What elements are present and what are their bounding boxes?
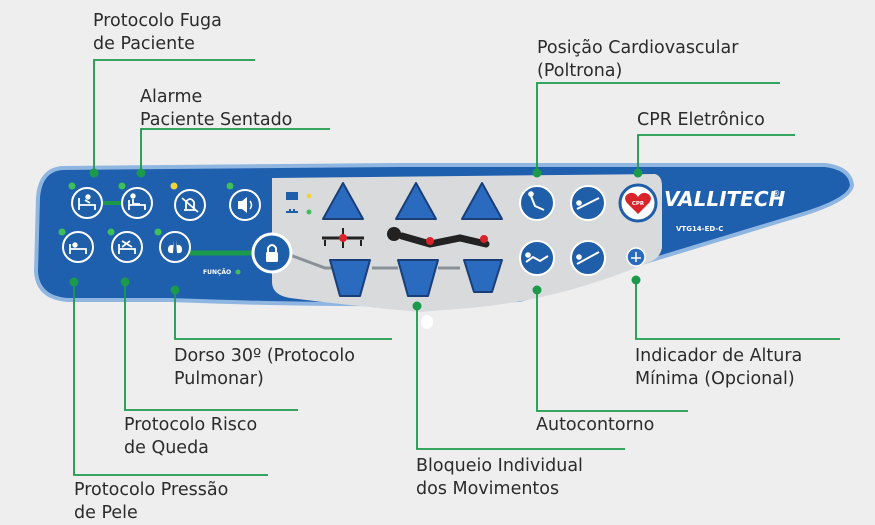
callout-pele: Protocolo Pressão de Pele: [74, 479, 228, 525]
callout-sentado: Alarme Paciente Sentado: [140, 86, 292, 132]
height-down-button[interactable]: [397, 259, 439, 297]
brand-registered-mark: ®: [772, 189, 780, 198]
callout-bloqueio: Bloqueio Individual dos Movimentos: [416, 455, 583, 501]
callout-sentado-line1: Alarme: [140, 87, 203, 107]
callout-pele-line2: de Pele: [74, 503, 138, 523]
dorso-30-button[interactable]: [159, 231, 191, 263]
leader-cardio: [536, 82, 780, 173]
callout-cpr-line1: CPR Eletrônico: [637, 110, 765, 130]
callout-altura-line2: Mínima (Opcional): [635, 369, 795, 389]
chair-position-icon: [528, 191, 545, 211]
backrest-down-button[interactable]: [329, 259, 371, 297]
callout-cardio-line1: Posição Cardiovascular: [537, 38, 739, 58]
callout-altura: Indicador de Altura Mínima (Opcional): [635, 345, 802, 391]
alarm-mute-button[interactable]: [174, 189, 206, 221]
panel-notch: [421, 315, 433, 329]
callout-queda-line2: de Queda: [124, 438, 209, 458]
callout-pele-line1: Protocolo Pressão: [74, 480, 229, 500]
callout-fuga: Protocolo Fuga de Paciente: [93, 10, 222, 56]
trendelenburg-icon: [576, 197, 600, 210]
fall-risk-button[interactable]: [111, 231, 143, 263]
leader-queda: [124, 282, 298, 411]
callout-dorso-line2: Pulmonar): [174, 369, 264, 389]
flat-bed-button[interactable]: [570, 240, 606, 276]
callout-sentado-line2: Paciente Sentado: [140, 110, 293, 130]
alarm-mute-icon: [181, 197, 199, 213]
lock-link-gray: [289, 253, 332, 270]
lungs-icon: [167, 240, 183, 254]
autocontour-button[interactable]: [519, 240, 555, 276]
callout-autocontorno: Autocontorno: [536, 414, 654, 437]
leader-dots: [69, 168, 643, 311]
callout-bloqueio-line1: Bloqueio Individual: [416, 456, 583, 476]
callout-cardio: Posição Cardiovascular (Poltrona): [537, 37, 738, 83]
leader-pele: [73, 282, 268, 476]
volume-button[interactable]: [229, 189, 261, 221]
callout-cpr: CPR Eletrônico: [637, 109, 765, 132]
leader-altura: [635, 280, 840, 340]
brand-logo: VALLITECH: [664, 187, 786, 211]
callout-dorso-line1: Dorso 30º (Protocolo: [174, 346, 355, 366]
led-fall-risk: [107, 228, 115, 236]
leader-lines: [73, 59, 840, 476]
callout-fuga-line2: de Paciente: [93, 34, 195, 54]
cpr-heart-icon: CPR: [625, 192, 651, 214]
autocontour-icon: [525, 252, 549, 263]
callout-queda-line1: Protocolo Risco: [124, 415, 258, 435]
cpr-button[interactable]: CPR: [618, 183, 658, 223]
min-height-icon: [631, 252, 641, 262]
cpr-badge: CPR: [632, 201, 645, 207]
callout-cardio-line2: (Poltrona): [537, 61, 623, 81]
chair-position-button[interactable]: [519, 185, 555, 221]
patient-bed-icon: [387, 227, 490, 248]
fall-risk-icon: [118, 240, 136, 254]
battery-icon: [286, 192, 298, 200]
patient-sitting-button[interactable]: [121, 187, 153, 219]
leader-sentado: [140, 128, 330, 173]
leader-autocontorno: [536, 290, 688, 412]
padlock-icon: [266, 244, 278, 262]
leader-bloqueio: [416, 306, 625, 450]
led-pressure: [58, 228, 66, 236]
min-height-indicator: [626, 247, 646, 267]
callout-altura-line1: Indicador de Altura: [635, 346, 803, 366]
funcao-label: FUNÇÃO: [203, 269, 231, 276]
led-battery: [306, 193, 312, 199]
led-dorso: [154, 228, 162, 236]
pressure-protocol-button[interactable]: [62, 231, 94, 263]
volume-icon: [238, 197, 253, 213]
callout-queda: Protocolo Risco de Queda: [124, 414, 257, 460]
led-plug: [306, 209, 312, 215]
leader-cpr: [637, 134, 795, 173]
lock-button[interactable]: [251, 232, 293, 274]
legrest-down-button[interactable]: [463, 259, 503, 293]
callout-autocontorno-line1: Autocontorno: [536, 415, 655, 435]
led-alarm: [170, 182, 178, 190]
leader-fuga: [93, 59, 255, 173]
callout-bloqueio-line2: dos Movimentos: [416, 479, 560, 499]
legrest-up-button[interactable]: [461, 182, 503, 220]
bed-exit-icon: [78, 194, 96, 210]
led-bed-exit: [68, 182, 76, 190]
bed-pressure-icon: [69, 242, 87, 254]
leader-dorso: [174, 290, 392, 340]
flat-bed-icon: [576, 251, 600, 265]
led-volume: [226, 182, 234, 190]
plug-icon: [286, 209, 298, 213]
bed-exit-button[interactable]: [71, 187, 103, 219]
trendelenburg-button[interactable]: [570, 185, 606, 221]
backrest-up-button[interactable]: [322, 182, 364, 220]
led-sitting: [118, 182, 126, 190]
bed-height-icon: [322, 228, 364, 248]
callout-dorso: Dorso 30º (Protocolo Pulmonar): [174, 345, 355, 391]
callout-fuga-line1: Protocolo Fuga: [93, 11, 222, 31]
model-number: VTG14-ED-C: [676, 225, 723, 233]
patient-sitting-icon: [128, 193, 146, 210]
height-up-button[interactable]: [395, 182, 437, 220]
led-funcao: [235, 269, 241, 275]
